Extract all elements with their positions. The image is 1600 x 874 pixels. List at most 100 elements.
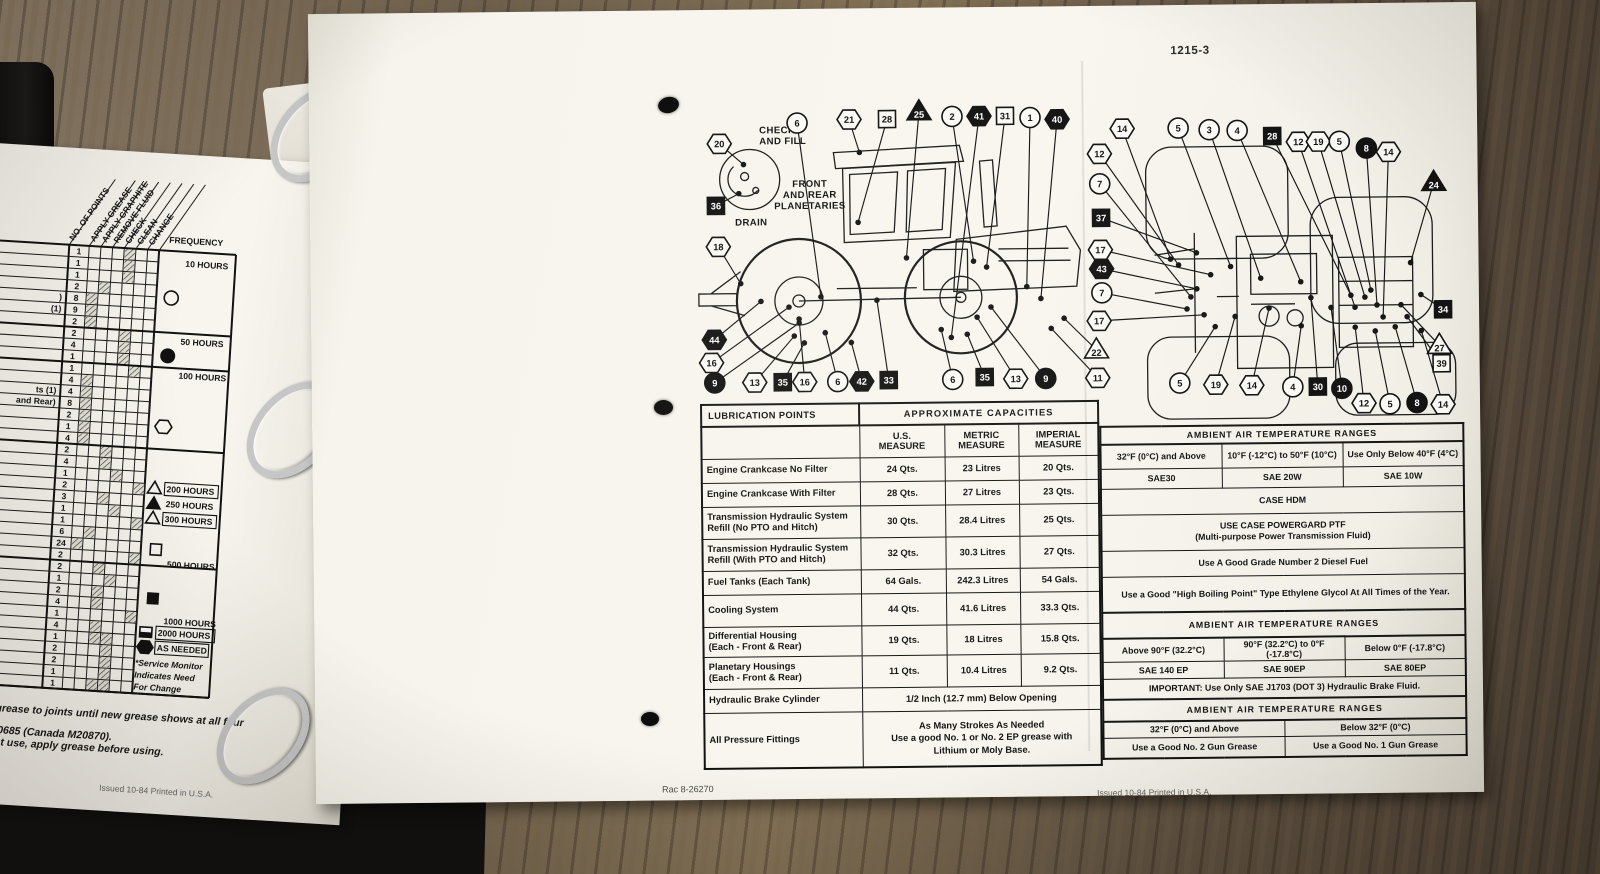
capacity-value-cell: 64 Gals. [860, 568, 946, 594]
service-monitor-note: Indicates Need [134, 669, 196, 683]
capacity-value-cell: 20 Qts. [1018, 454, 1099, 480]
capacity-value-cell: 30.3 Litres [945, 535, 1020, 569]
points-count: 2 [64, 444, 70, 454]
svg-text:28: 28 [1267, 131, 1277, 141]
svg-text:9: 9 [1043, 374, 1048, 384]
capacity-row: Transmission Hydraulic System Refill (No… [702, 502, 1100, 540]
callout-badge-17: 17 [1086, 310, 1113, 332]
callout-badge-7: 7 [1091, 282, 1113, 304]
capacity-span-cell: As Many Strokes As Needed Use a good No.… [862, 708, 1102, 768]
callout-badge-6: 6 [826, 370, 849, 393]
capacity-value-cell: 10.4 Litres [946, 653, 1021, 687]
capacity-row: Transmission Hydraulic System Refill (Wi… [702, 534, 1100, 572]
imperial-measure-header: IMPERIAL MEASURE [1018, 422, 1099, 456]
callout-badge-14: 14 [1109, 118, 1136, 139]
points-count: 1 [56, 573, 62, 583]
svg-text:12: 12 [1293, 137, 1303, 147]
callout-badge-5: 5 [1169, 372, 1191, 394]
svg-text:16: 16 [706, 358, 716, 368]
svg-text:30: 30 [1313, 382, 1323, 392]
sae-grade-cell: SAE 80EP [1344, 658, 1466, 677]
callout-badge-3: 3 [1198, 118, 1220, 141]
callout-badge-33: 33 [879, 370, 899, 390]
callout-badge-14: 14 [1238, 374, 1265, 396]
callout-badge-2: 2 [941, 105, 963, 128]
points-count: 2 [58, 549, 64, 559]
temp-range-cell: 32°F (0°C) and Above [1100, 443, 1222, 469]
legend-label: 300 HOURS [164, 514, 213, 527]
callout-badge-22: 22 [1083, 336, 1110, 359]
svg-text:7: 7 [1097, 179, 1102, 189]
callout-badge-43: 43 [1088, 258, 1115, 280]
powergard-cell: USE CASE POWERGARD PTF (Multi-purpose Po… [1101, 511, 1465, 551]
points-count: 1 [66, 421, 72, 431]
svg-text:2: 2 [949, 112, 954, 122]
capacity-value-cell: 9.2 Qts. [1020, 652, 1101, 686]
temp-range-cell: Use Only Below 40°F (4°C) [1342, 441, 1464, 467]
capacity-value-cell: 54 Gals. [1019, 566, 1100, 592]
svg-text:13: 13 [1011, 374, 1021, 384]
legend-label: 1000 HOURS [163, 616, 216, 629]
lubrication-point-cell: Engine Crankcase No Filter [701, 457, 860, 484]
callout-badge-34: 34 [1433, 299, 1453, 319]
temp-range-cell: 10°F (-12°C) to 50°F (10°C) [1221, 442, 1343, 468]
partial-row-label: ts (1) [36, 384, 57, 395]
svg-text:17: 17 [1095, 245, 1105, 255]
svg-text:6: 6 [794, 118, 799, 128]
diagram-label: CHECK [759, 125, 795, 136]
points-count: 1 [76, 246, 82, 256]
svg-text:4: 4 [1290, 382, 1296, 392]
points-count: 1 [70, 351, 76, 361]
legend-label: 250 HOURS [165, 499, 214, 512]
svg-text:35: 35 [980, 372, 990, 382]
svg-text:1: 1 [1027, 113, 1032, 123]
points-count: 2 [52, 643, 58, 653]
points-count: 1 [61, 503, 67, 513]
callout-badge-20: 20 [706, 133, 733, 155]
punch-hole-3 [641, 712, 659, 726]
callout-badge-28: 28 [877, 109, 897, 129]
capacity-value-cell: 32 Qts. [860, 536, 946, 570]
metric-measure-header: METRIC MEASURE [944, 423, 1019, 457]
temp-range-cell: 90°F (32.2°C) to 0°F (-17.8°C) [1223, 636, 1345, 662]
callout-badge-4: 4 [1226, 119, 1248, 142]
svg-text:6: 6 [950, 375, 955, 385]
callout-badge-41: 41 [966, 105, 992, 127]
temp-range-cell: Below 0°F (-17.8°C) [1344, 635, 1466, 660]
svg-text:8: 8 [1414, 398, 1419, 408]
callout-badge-18: 18 [705, 236, 732, 258]
ambient-table: AMBIENT AIR TEMPERATURE RANGES 32°F (0°C… [1099, 422, 1468, 760]
capacity-value-cell: 44 Qts. [860, 592, 947, 626]
points-count: 2 [71, 328, 77, 338]
callout-badge-6: 6 [786, 112, 808, 134]
points-count: 1 [63, 468, 69, 478]
callout-badge-5: 5 [1167, 117, 1189, 139]
svg-text:36: 36 [711, 201, 721, 211]
callout-badge-6: 6 [941, 368, 964, 391]
capacity-value-cell: 15.8 Qts. [1020, 622, 1101, 654]
svg-text:17: 17 [1094, 316, 1104, 326]
svg-text:3: 3 [1207, 125, 1212, 135]
sae-grade-cell: SAE 20W [1221, 466, 1343, 488]
right-page-footer: Issued 10-84 Printed in U.S.A. [1097, 786, 1212, 798]
points-count: 4 [65, 433, 71, 443]
points-count: 1 [69, 363, 75, 373]
svg-text:19: 19 [1313, 137, 1323, 147]
callout-badge-12: 12 [1086, 143, 1113, 165]
callout-badge-27: 27 [1426, 331, 1453, 355]
capacity-value-cell: 41.6 Litres [945, 591, 1021, 625]
svg-text:7: 7 [1099, 288, 1104, 298]
points-count: 2 [74, 281, 80, 291]
partial-row-label: and Rear) [16, 395, 56, 407]
callout-badge-35: 35 [975, 367, 995, 387]
points-count: 1 [76, 258, 82, 268]
glycol-cell: Use a Good "High Boiling Point" Type Eth… [1101, 573, 1466, 613]
capacity-value-cell: 28.4 Litres [945, 503, 1020, 537]
callout-badge-28: 28 [1262, 126, 1282, 146]
svg-text:40: 40 [1052, 115, 1062, 125]
callout-badge-30: 30 [1308, 377, 1328, 396]
us-measure-header: U.S. MEASURE [859, 424, 945, 458]
